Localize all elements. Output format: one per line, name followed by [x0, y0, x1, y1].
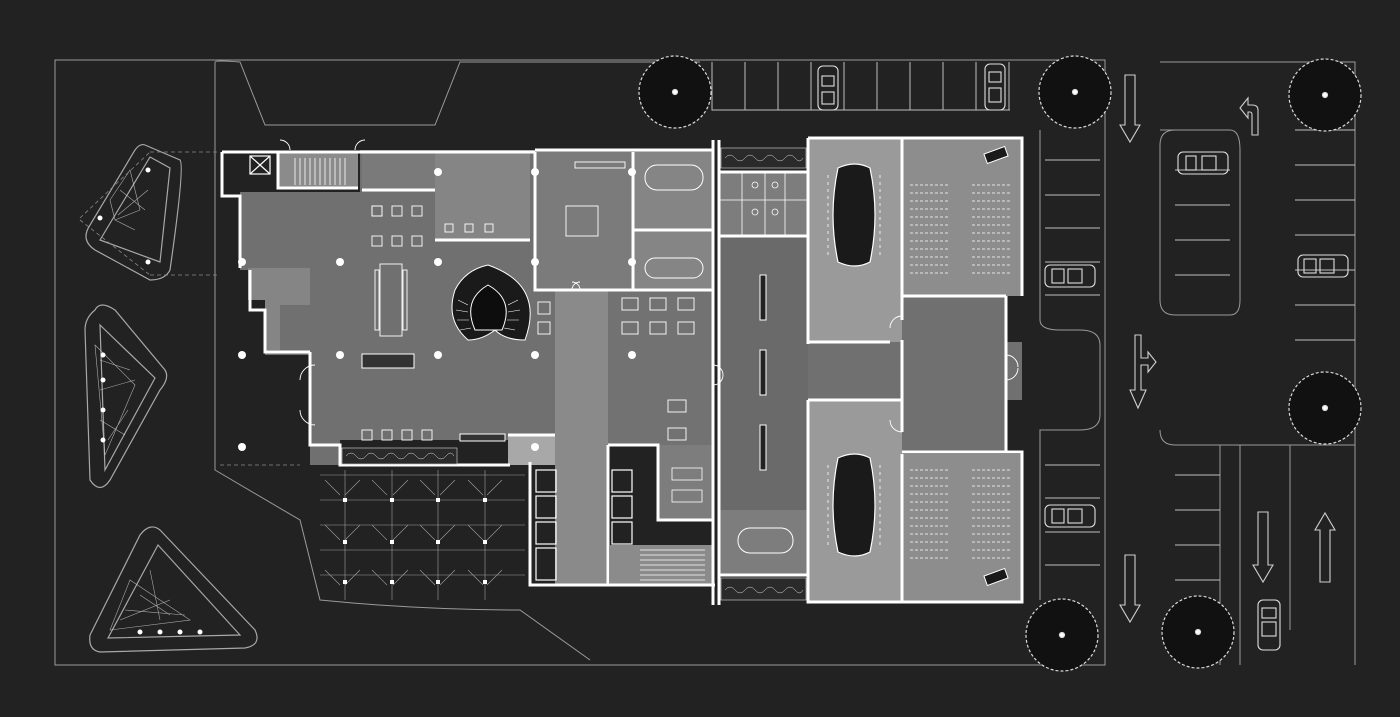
building-walls	[220, 136, 1024, 605]
car-icon	[1297, 254, 1349, 278]
planter-axis-lines	[79, 151, 151, 276]
parked-cars	[817, 63, 1349, 651]
car-icon	[984, 63, 1006, 111]
car-icon	[1044, 264, 1096, 288]
dashed-guide-lines	[150, 151, 300, 466]
tree-icon	[1161, 595, 1235, 669]
restroom-fixtures	[671, 172, 808, 503]
arrow-split-icon	[1129, 334, 1157, 410]
car-icon	[1257, 599, 1281, 651]
planter-lights	[97, 167, 203, 635]
corridor-skylights	[759, 274, 767, 471]
interior-planter-texture	[345, 154, 804, 594]
traffic-arrows	[1119, 74, 1336, 624]
spiral-stair	[451, 264, 531, 341]
elevators	[249, 155, 633, 581]
reception-desk	[361, 353, 415, 369]
arrow-up-icon	[1314, 511, 1336, 583]
site-boundary	[54, 59, 1356, 666]
car-icon	[817, 65, 839, 111]
columns	[238, 168, 636, 451]
tree-icon	[1025, 598, 1099, 672]
trees	[638, 55, 1362, 672]
planters	[84, 143, 258, 653]
arrow-turn-icon	[1239, 96, 1259, 136]
tree-icon	[1288, 371, 1362, 445]
tree-icon	[1038, 55, 1112, 129]
interior-planters	[341, 147, 807, 601]
arrow-down-icon	[1119, 554, 1141, 624]
lecterns	[983, 145, 1009, 587]
doors	[279, 139, 1019, 433]
arrow-down-icon	[1252, 511, 1274, 584]
bar-counter	[459, 433, 506, 442]
parking-bays-right	[1045, 129, 1355, 581]
stairs	[294, 158, 705, 581]
courtyard-lights	[343, 498, 487, 584]
planter-vegetation	[94, 169, 191, 631]
arrow-down-icon	[1119, 74, 1141, 144]
building-floors	[240, 138, 1022, 602]
tree-icon	[1288, 58, 1362, 132]
tree-icon	[638, 55, 712, 129]
dining-furniture	[361, 161, 695, 441]
courtyard-garden	[320, 470, 525, 600]
car-icon	[1177, 151, 1229, 175]
small-meeting-tables	[644, 164, 794, 554]
conference-tables	[832, 163, 876, 557]
parking-bays-top	[711, 62, 1010, 111]
car-icon	[1044, 504, 1096, 528]
